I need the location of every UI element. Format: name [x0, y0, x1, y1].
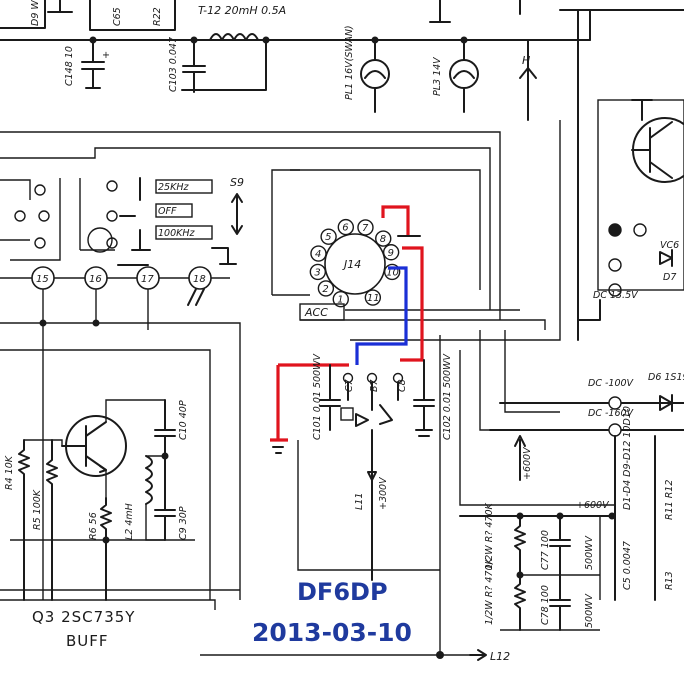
red-mod-wire-top — [381, 205, 410, 235]
label-c5: C5 0.0047 — [622, 541, 633, 590]
switch-s9-section: 25KHz OFF 100KHz S9 15 16 17 18 — [0, 176, 244, 600]
label-d1d4: D1-D4 D9-D12 10D10 — [622, 406, 633, 510]
label-r-12w-b: 1/2W R? 470K — [484, 558, 495, 625]
j14-pin-label: 11 — [367, 293, 380, 304]
j14-pin-label: 6 — [342, 223, 348, 234]
j14-pin-label: 8 — [380, 234, 386, 245]
label-pl3: PL3 14V — [432, 56, 443, 96]
label-r13: R13 — [664, 571, 675, 590]
label-c9: C9 30P — [178, 506, 189, 540]
j14-pin-8 — [375, 230, 392, 247]
label-c77: C77 100 — [540, 530, 551, 570]
label-c500a: 500WV — [584, 534, 595, 570]
j14-pin-label: 5 — [325, 232, 331, 243]
label-j14: J14 — [342, 258, 361, 271]
bus-wires: L12 — [0, 120, 615, 663]
label-c102: C102 0.01 500WV — [442, 353, 453, 440]
j14-pin-11 — [364, 289, 382, 306]
label-r5: R5 100K — [32, 489, 43, 530]
label-c500b: 500WV — [584, 592, 595, 628]
label-vc6: VC6 — [660, 240, 679, 251]
label-r6: R6 56 — [88, 512, 99, 540]
label-top-c65: C65 — [112, 7, 123, 26]
label-dc-160: DC -160V — [588, 408, 635, 419]
c7-c8-block: C7 B7 C8 C101 0.01 500WV C102 0.01 500WV… — [270, 353, 453, 581]
label-q3: Q3 2SC735Y — [32, 608, 135, 626]
j14-pin-6 — [337, 218, 355, 236]
terminal-15: 15 — [36, 274, 49, 285]
red-mod-wire-c7 — [270, 363, 349, 442]
label-l11: L11 — [354, 493, 365, 510]
label-r4: R4 10K — [4, 455, 15, 490]
j14-pin-1 — [332, 291, 349, 308]
label-acc: ACC — [304, 306, 328, 319]
watermark-callsign: DF6DP — [297, 578, 388, 606]
blue-mod-wire-b7 — [355, 266, 408, 365]
j14-pin-label: 10 — [386, 267, 399, 278]
label-s9: S9 — [230, 176, 244, 189]
label-p600a: +600V — [522, 446, 533, 480]
label-p600b: +600V — [576, 500, 610, 511]
label-pl1: PL1 16V(SWAN) — [344, 25, 355, 100]
j14-pin-3 — [309, 263, 327, 281]
j14-pin-label: 3 — [314, 267, 320, 278]
label-c148: C148 10 — [64, 46, 75, 86]
label-l24: L2 4mH — [124, 503, 135, 540]
label-s9-off: OFF — [158, 206, 177, 217]
label-top-r22: R22 — [152, 7, 163, 26]
label-c103: C103 0.047 — [168, 37, 179, 92]
label-r11-r12: R11 R12 — [664, 480, 675, 520]
top-section: D9 WR C65 R22 + C148 10 C103 0.047 T-12 … — [0, 0, 684, 121]
label-buff: BUFF — [66, 632, 109, 650]
label-s9-25k: 25KHz — [158, 182, 189, 193]
svg-text:+: + — [102, 50, 110, 61]
label-c10: C10 40P — [178, 400, 189, 440]
author-watermark: DF6DP 2013-03-10 — [252, 578, 412, 647]
hv-divider-section: +600V +600V 1/2W R? 470K 1/2W R? 470K C7… — [459, 435, 616, 631]
j14-pin-label: 1 — [337, 295, 343, 306]
terminal-18: 18 — [193, 274, 206, 285]
j14-pin-5 — [320, 228, 337, 245]
label-d7: D7 — [663, 272, 676, 283]
watermark-date: 2013-03-10 — [252, 618, 412, 647]
label-c78: C78 100 — [540, 585, 551, 625]
j14-pin-7 — [357, 219, 374, 236]
label-b7: B7 — [369, 379, 380, 392]
label-s9-100k: 100KHz — [158, 228, 196, 239]
j14-pin-label: 7 — [362, 223, 369, 234]
label-t12: T-12 20mH 0.5A — [198, 4, 286, 17]
label-d6: D6 1S1942 — [648, 372, 684, 383]
j14-pin-label: 4 — [315, 249, 321, 260]
label-dc-100: DC -100V — [588, 378, 635, 389]
label-c8: C8 — [397, 379, 408, 392]
label-c7: C7 — [344, 379, 355, 392]
label-c101: C101 0.01 500WV — [312, 353, 323, 440]
j14-pin-9 — [382, 244, 400, 261]
right-section: VC6 D7 DC 13.5V DC -100V DC -160V D6 1S1… — [489, 9, 684, 601]
label-top-d9: D9 WR — [30, 0, 41, 26]
label-h: H — [522, 54, 530, 67]
terminal-16: 16 — [89, 274, 102, 285]
label-r-12w-a: 1/2W R? 470K — [484, 503, 495, 570]
q3-buffer-section: R4 10K R5 100K R6 56 L2 4mH C10 40P C9 3… — [0, 349, 240, 650]
label-p300: +300V — [378, 476, 389, 510]
label-dc-135: DC 13.5V — [593, 290, 639, 301]
j14-pin-2 — [317, 280, 335, 297]
j14-pin-4 — [310, 245, 327, 262]
j14-pin-label: 2 — [322, 284, 328, 295]
red-mod-wire-c8 — [400, 246, 424, 362]
j14-connector: J14 123 456 789 10 11 ACC — [271, 169, 424, 365]
label-l12: L12 — [490, 650, 510, 663]
terminal-17: 17 — [141, 274, 154, 285]
j14-pin-label: 9 — [388, 248, 394, 259]
